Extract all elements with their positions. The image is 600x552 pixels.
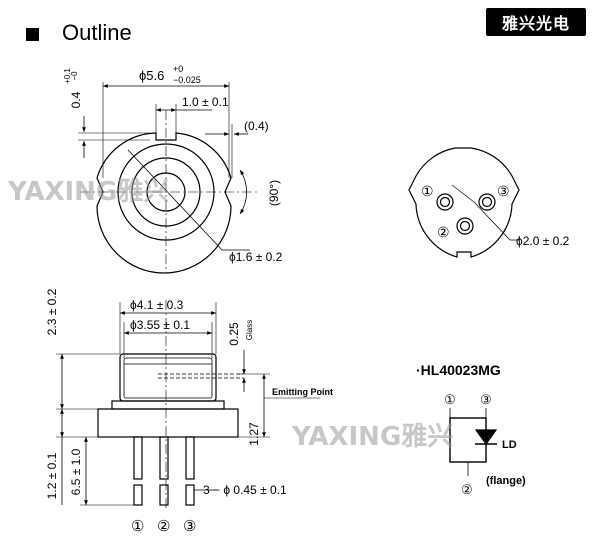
side-view-flange [97, 408, 239, 438]
pin-view-label-3: ③ [497, 183, 510, 199]
top-view [78, 82, 258, 274]
dim-notch-depth: 0.4 [69, 91, 83, 108]
schematic-labels: ·HL40023MG ① ③ LD ② (flange) [416, 362, 526, 497]
dim-window: ϕ1.6 ± 0.2 [229, 250, 283, 264]
schematic-body [449, 417, 487, 463]
top-view-flange [96, 132, 232, 274]
watermark-left: YAXING雅兴 [7, 177, 169, 207]
pin-view-base [408, 147, 520, 258]
side-view [56, 300, 320, 510]
dim-lead-length: 6.5 ± 1.0 [69, 448, 83, 495]
pin-view [408, 147, 520, 258]
schematic-pin-1: ① [444, 392, 456, 407]
side-pin-label-1: ① [131, 518, 144, 535]
glass-label: Glass [245, 320, 254, 340]
dim-notch-width: 1.0 ± 0.1 [182, 95, 229, 109]
dim-angle: (90°) [267, 180, 281, 206]
pin-view-labels: ① ③ ② ϕ2.0 ± 0.2 [421, 183, 570, 248]
side-view-flange-top [111, 400, 225, 410]
brand-badge: 雅兴光电 [486, 8, 586, 36]
schematic-pin-3: ③ [480, 392, 492, 407]
lead-2-lower [159, 484, 169, 506]
side-pin-label-2: ② [157, 518, 170, 535]
model-name: ·HL40023MG [416, 362, 501, 378]
top-view-labels: ϕ5.6 +0 −0.025 1.0 ± 0.1 (0.4) 0.4 +0.1 … [63, 64, 283, 264]
dim-total-height: 2.3 ± 0.2 [45, 288, 59, 335]
lead-1-upper [133, 436, 143, 480]
schematic [449, 408, 498, 476]
title-bullet [26, 28, 39, 41]
lead-3-lower [185, 484, 195, 506]
dim-diameter-tol-minus: −0.025 [173, 75, 201, 85]
pin-view-label-2: ② [437, 224, 450, 240]
watermark-right: YAXING雅兴 [291, 422, 453, 452]
dim-glass: 0.25 [227, 322, 241, 346]
dim-cap-id: ϕ3.55 ± 0.1 [130, 318, 190, 332]
flange-label: (flange) [486, 475, 526, 487]
dim-flange: 1.2 ± 0.1 [45, 452, 59, 499]
dim-notch-depth-tol-minus: −0 [70, 71, 79, 81]
dim-notch-depth-tol-plus: +0.1 [63, 68, 72, 84]
side-view-cap [119, 353, 217, 402]
laser-diode-symbol [474, 429, 498, 446]
ld-label: LD [502, 439, 517, 451]
dim-leads: 3 − ϕ 0.45 ± 0.1 [203, 483, 287, 497]
dim-pin-circle: ϕ2.0 ± 0.2 [516, 234, 570, 248]
dim-cap-od: ϕ4.1 ± 0.3 [130, 298, 184, 312]
dim-diameter: ϕ5.6 [139, 68, 164, 83]
pin-view-label-1: ① [421, 183, 434, 199]
side-pin-label-3: ③ [183, 518, 196, 535]
side-view-labels: ϕ4.1 ± 0.3 ϕ3.55 ± 0.1 0.25 Glass 2.3 ± … [45, 288, 333, 535]
page-title: Outline [62, 20, 132, 45]
dim-diameter-tol-plus: +0 [173, 64, 183, 74]
lead-3-upper [185, 436, 195, 480]
dim-emit-height: 1.27 [247, 422, 261, 446]
schematic-pin-2: ② [461, 482, 473, 497]
lead-2-upper [159, 436, 169, 480]
dim-notch-offset: (0.4) [244, 119, 269, 133]
lead-1-lower [133, 484, 143, 506]
emitting-point-label: Emitting Point [272, 387, 333, 397]
